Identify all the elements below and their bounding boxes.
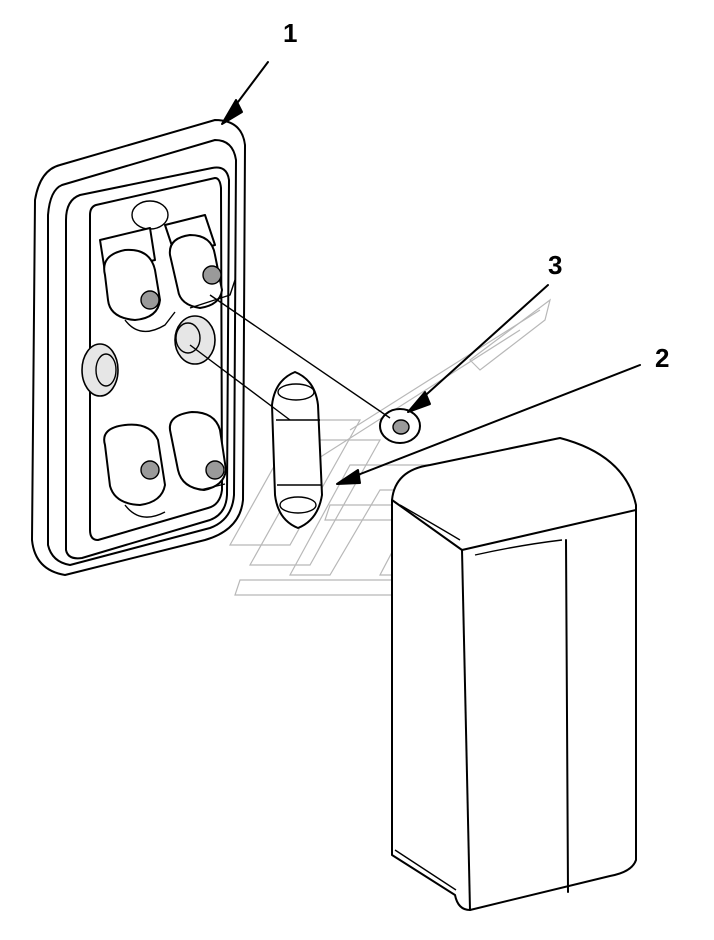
callout-1: 1 (283, 18, 298, 48)
leader-lines (189, 61, 641, 485)
festoon-bulb (271, 371, 323, 529)
grommet (379, 408, 421, 444)
lamp-housing (31, 119, 246, 576)
lamp-lens-cover (391, 437, 637, 911)
callout-2: 2 (655, 343, 670, 373)
callout-3: 3 (548, 250, 563, 280)
